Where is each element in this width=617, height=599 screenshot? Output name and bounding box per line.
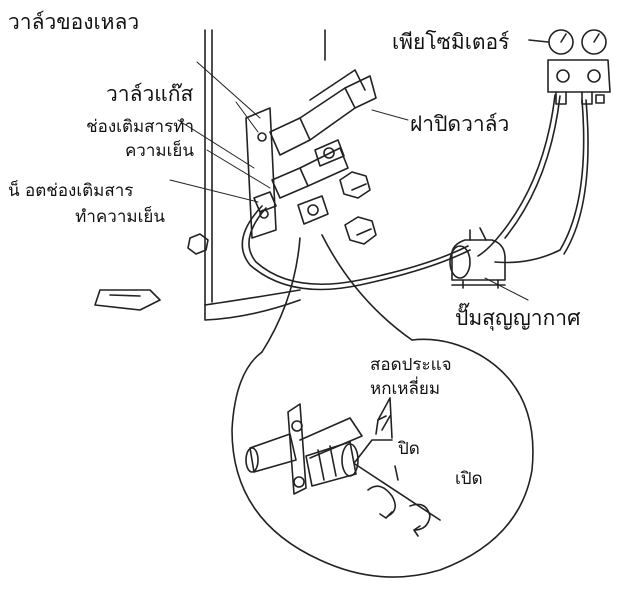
manifold-gauge-label: เพียโซมิเตอร์ [392,30,510,54]
hex-key-label-line1: สอดประแจ [370,355,452,375]
charge-port-nut-part [187,191,277,255]
leader-lines [169,61,529,301]
liquid-valve-label: วาล์วของเหลว [8,10,140,34]
hex-key-label-line2: หกเหลี่ยม [370,379,441,399]
valve-cap-label: ฝาปิดวาล์ว [410,112,510,136]
charging-hose [241,94,589,291]
vacuum-pump-label: ปั๊มสุญญากาศ [455,306,581,330]
detail-bubble [231,338,534,578]
charge-nut-label-line2: ทำความเย็น [75,207,165,227]
zoom-connectors [261,234,413,353]
charge-port-label-line1: ช่องเติมสารทำ [86,117,194,137]
open-label: เปิด [455,469,483,489]
valve-plate [245,107,277,239]
vacuum-pump-part [449,227,506,289]
charge-port-label-line2: ความเย็น [124,141,194,161]
close-label: ปิด [398,439,420,459]
valve-caps [339,171,377,245]
gas-valve [269,69,377,167]
manifold-gauge-part [528,29,611,105]
gas-valve-label: วาล์วแก๊ส [106,82,194,106]
charge-nut-label-line1: น็ อตช่องเติมสาร [8,181,134,201]
liquid-valve [271,147,349,225]
